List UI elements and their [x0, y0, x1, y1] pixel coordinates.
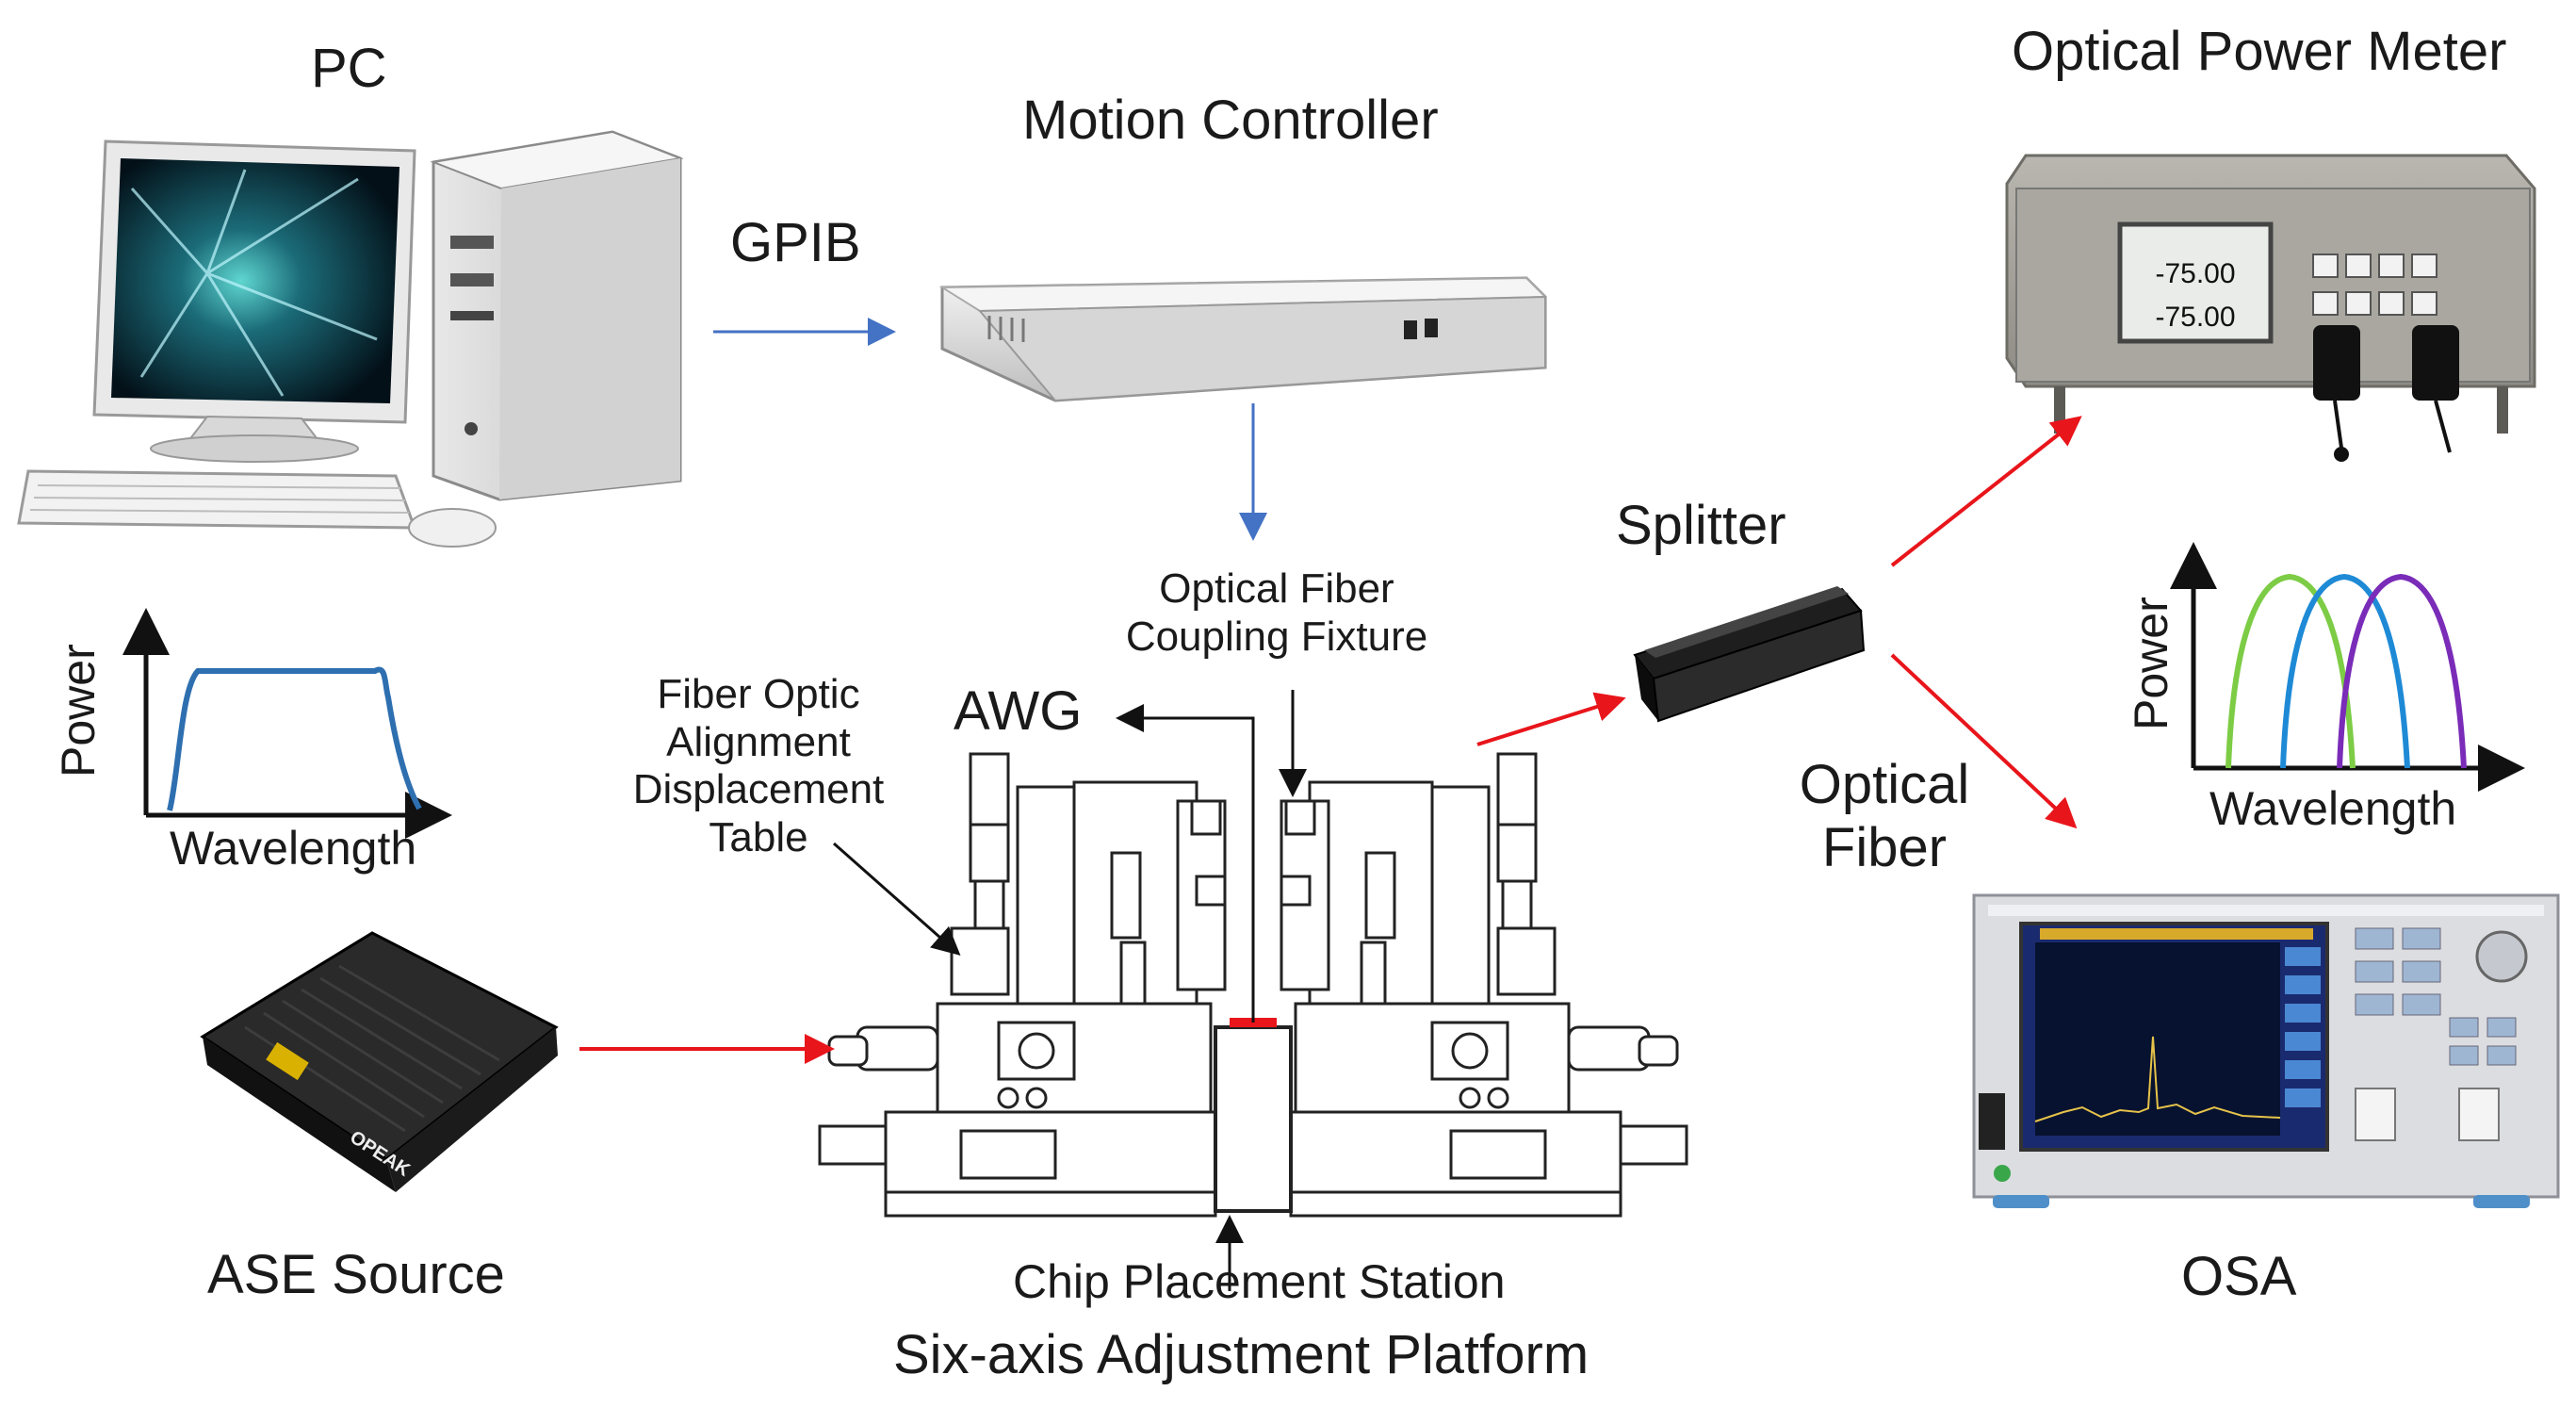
optical-fiber-label-line-1: Optical — [1799, 754, 1970, 815]
optical-arrows — [579, 416, 2082, 1064]
optical-power-meter-label: Optical Power Meter — [2012, 21, 2507, 82]
optical-fiber-label-line-2: Fiber — [1821, 816, 1948, 878]
osa-peak-blue — [2280, 573, 2410, 769]
displacement-table-label-line-2: Alignment — [666, 718, 851, 765]
osa-label: OSA — [2181, 1246, 2297, 1307]
displacement-table-label-line-1: Fiber Optic — [657, 671, 860, 717]
osa-instrument-icon — [1972, 893, 2560, 1208]
pc-label: PC — [311, 38, 387, 99]
osa-peak-purple — [2337, 573, 2467, 769]
displacement-table-label-line-3: Displacement — [632, 766, 885, 813]
splitter-label: Splitter — [1616, 495, 1786, 556]
motion-controller-box-icon — [938, 276, 1548, 402]
displacement-table-label: Fiber Optic Alignment Displacement Table — [608, 671, 909, 861]
ase-spectrum-plot — [122, 608, 452, 839]
chip-placement-station-label: Chip Placement Station — [1013, 1255, 1506, 1308]
awg-label: AWG — [954, 680, 1083, 742]
platform-to-splitter-arrow — [1476, 692, 1626, 746]
ase-source-box-icon: OPEAK — [200, 931, 559, 1192]
power-reading-1: -75.00 — [2155, 258, 2235, 289]
displacement-table-pointer — [833, 842, 961, 956]
coupling-fixture-label: Optical Fiber Coupling Fixture — [1117, 565, 1437, 661]
osa-spectrum-plot — [2170, 542, 2525, 792]
annotation-arrows — [833, 690, 1307, 1291]
splitter-device-icon — [1633, 586, 1866, 723]
ase-plot-x-label: Wavelength — [170, 822, 417, 875]
ase-source-label: ASE Source — [207, 1244, 505, 1305]
coupling-fixture-label-line-1: Optical Fiber — [1159, 565, 1394, 612]
osa-plot-y-label: Power — [2125, 597, 2177, 730]
osa-peak-green — [2225, 573, 2356, 769]
power-reading-2: -75.00 — [2155, 302, 2235, 333]
gpib-label: GPIB — [730, 212, 861, 273]
optical-power-meter-icon: -75.00 -75.00 — [2005, 154, 2536, 462]
motion-controller-label: Motion Controller — [1022, 90, 1439, 151]
awg-pointer — [1116, 704, 1255, 1023]
optical-fiber-label: Optical Fiber — [1771, 754, 1997, 879]
osa-plot-x-label: Wavelength — [2209, 782, 2457, 835]
splitter-to-power-meter-arrow — [1890, 416, 2082, 567]
six-axis-platform-label: Six-axis Adjustment Platform — [893, 1324, 1590, 1385]
ase-spectrum-curve — [167, 666, 422, 811]
splitter-to-osa-arrow — [1890, 653, 2078, 829]
control-arrows — [713, 318, 1267, 541]
coupling-fixture-label-line-2: Coupling Fixture — [1125, 613, 1428, 660]
displacement-table-label-line-4: Table — [709, 813, 808, 860]
ase-plot-y-label: Power — [52, 644, 105, 777]
pc-workstation-icon — [17, 130, 684, 548]
six-axis-stage-drawing-icon — [818, 752, 1688, 1218]
